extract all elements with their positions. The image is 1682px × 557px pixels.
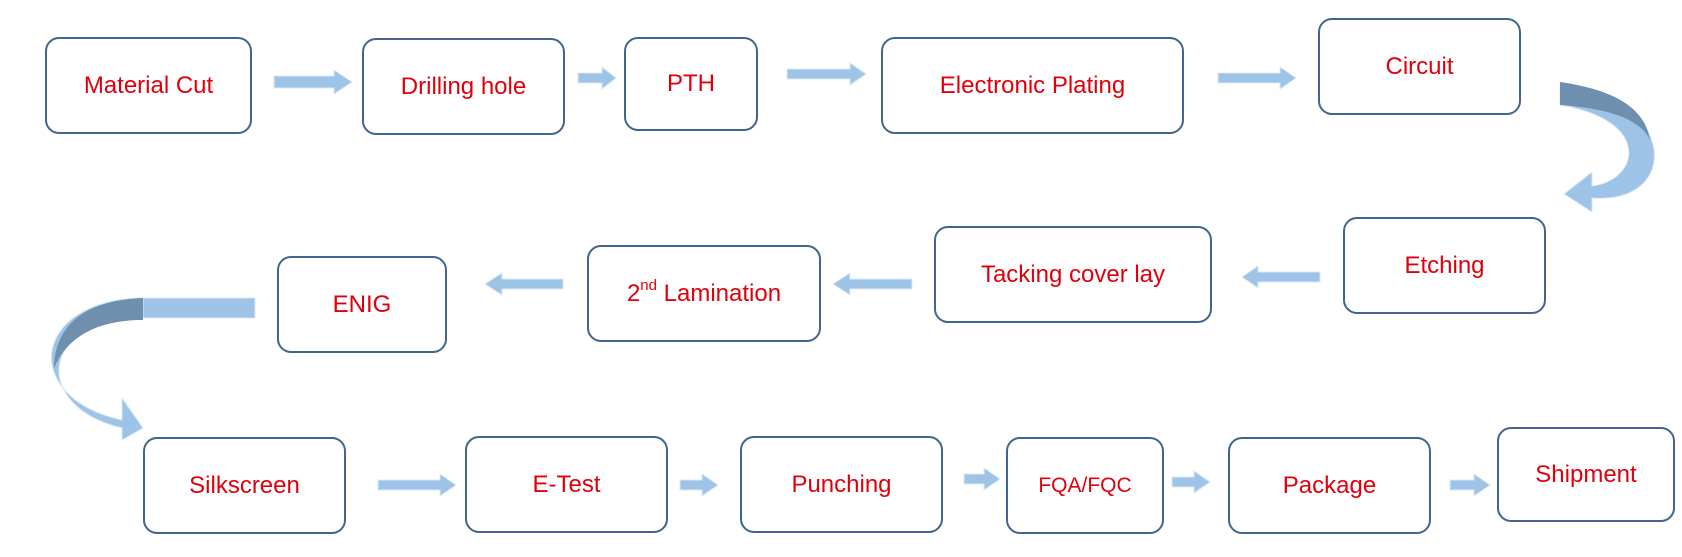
arrow-punching-to-fqa-fqc: [963, 467, 1001, 491]
step-pth: PTH: [624, 37, 758, 131]
step-shipment: Shipment: [1497, 427, 1675, 522]
step-label: E-Test: [532, 470, 601, 498]
step-punching: Punching: [740, 436, 943, 533]
step-label: Shipment: [1535, 460, 1637, 488]
step-label: Package: [1282, 471, 1377, 499]
step-label: Circuit: [1385, 52, 1454, 80]
step-label: Drilling hole: [400, 72, 527, 100]
step-material-cut: Material Cut: [45, 37, 252, 134]
arrow-material-cut-to-drilling-hole: [273, 69, 353, 95]
step-label-number: 2: [626, 279, 641, 307]
step-label: FQA/FQC: [1038, 473, 1132, 497]
step-label: Tacking cover lay: [980, 260, 1166, 288]
step-electronic-plating: Electronic Plating: [881, 37, 1184, 134]
arrow-etching-to-tacking-cover-lay: [1241, 265, 1321, 289]
step-silkscreen: Silkscreen: [143, 437, 346, 534]
step-label: Electronic Plating: [939, 71, 1126, 99]
step-package: Package: [1228, 437, 1431, 534]
arrow-circuit-to-etching: [1559, 81, 1655, 213]
step-tacking-cover-lay: Tacking cover lay: [934, 226, 1212, 323]
arrow-drilling-hole-to-pth: [577, 65, 617, 91]
step-enig: ENIG: [277, 256, 447, 353]
arrow-fqa-fqc-to-package: [1171, 470, 1211, 494]
arrow-pth-to-electronic-plating: [786, 62, 867, 86]
step-label: Etching: [1404, 251, 1485, 279]
arrow-package-to-shipment: [1449, 473, 1491, 497]
step-label: Silkscreen: [189, 471, 300, 499]
arrow-silkscreen-to-e-test: [377, 473, 457, 497]
arrow-second-lamination-to-enig: [484, 272, 564, 296]
step-etching: Etching: [1343, 217, 1546, 314]
arrow-e-test-to-punching: [679, 473, 719, 497]
step-second-lamination: 2nd Lamination: [587, 245, 821, 342]
arrow-tacking-cover-lay-to-second-lamination: [832, 272, 913, 296]
step-e-test: E-Test: [465, 436, 668, 533]
step-label: PTH: [667, 70, 715, 97]
step-label: ENIG: [332, 290, 392, 318]
step-label: 2nd Lamination: [589, 276, 819, 308]
arrow-enig-to-silkscreen: [51, 297, 256, 441]
arrow-electronic-plating-to-circuit: [1217, 66, 1297, 90]
step-label-text: Lamination: [656, 279, 782, 307]
step-label: Material Cut: [83, 71, 214, 99]
step-fqa-fqc: FQA/FQC: [1006, 437, 1164, 534]
step-drilling-hole: Drilling hole: [362, 38, 565, 135]
step-label: Punching: [791, 470, 892, 498]
step-circuit: Circuit: [1318, 18, 1521, 115]
step-label-ordinal: nd: [640, 276, 657, 294]
